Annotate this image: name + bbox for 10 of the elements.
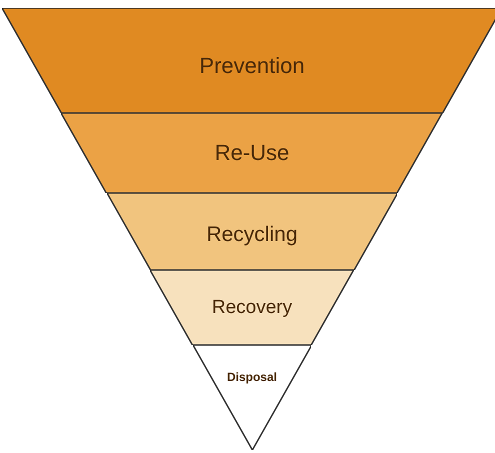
tier-label: Prevention <box>199 52 305 79</box>
pyramid-tier <box>150 270 354 345</box>
tier-label: Disposal <box>226 370 277 384</box>
pyramid-tier <box>2 8 495 113</box>
tier-label: Recycling <box>206 223 298 248</box>
tier-label: Re-Use <box>214 140 290 166</box>
pyramid-tier <box>106 193 398 270</box>
pyramid-tier <box>61 113 443 193</box>
pyramid-tier <box>192 345 312 450</box>
tier-label: Recovery <box>212 296 292 318</box>
